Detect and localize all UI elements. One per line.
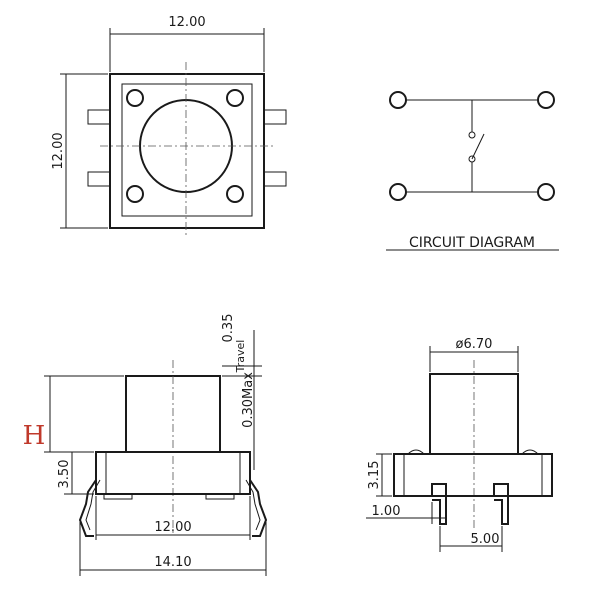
body-tab (103, 493, 133, 500)
h-label: H (23, 421, 46, 451)
base-height-label: 3.50 (57, 460, 72, 489)
travel-top-label: 0.35 (221, 314, 236, 343)
corner-hole (126, 185, 144, 203)
left-lead (78, 479, 97, 537)
corner-hole (126, 89, 144, 107)
front-view: H 3.50 12.00 14.10 0.35 Travel 0.30Max (23, 314, 268, 576)
top-lead (263, 171, 287, 187)
body-tab (205, 493, 235, 500)
terminal-circle (537, 91, 555, 109)
side-body-outline (393, 453, 553, 497)
body-bump (407, 449, 425, 455)
corner-hole (226, 185, 244, 203)
corner-hole (226, 89, 244, 107)
right-lead (249, 479, 268, 537)
travel-word-label: Travel (234, 340, 247, 374)
circuit-diagram: CIRCUIT DIAGRAM (386, 91, 559, 251)
top-height-label: 12.00 (51, 132, 66, 169)
contact-dot (468, 131, 476, 139)
terminal-circle (389, 183, 407, 201)
top-width-label: 12.00 (168, 15, 205, 30)
terminal-circle (537, 183, 555, 201)
offset-label: 1.00 (372, 504, 401, 519)
travel-max-label: 0.30Max (241, 372, 256, 428)
outer-width-label: 14.10 (154, 555, 191, 570)
inner-width-label: 12.00 (154, 520, 191, 535)
switch-body-outline (109, 73, 265, 229)
top-lead (87, 171, 111, 187)
top-view: 12.00 12.00 (51, 15, 287, 236)
switch-blade (471, 133, 485, 160)
top-lead (87, 109, 111, 125)
contact-dot (468, 155, 476, 163)
stem-dia-label: ø6.70 (456, 337, 493, 352)
side-height-label: 3.15 (367, 461, 382, 490)
top-lead (263, 109, 287, 125)
terminal-circle (389, 91, 407, 109)
circuit-caption: CIRCUIT DIAGRAM (409, 235, 535, 251)
front-body-outline (95, 451, 251, 495)
pitch-label: 5.00 (471, 532, 500, 547)
side-lead (493, 483, 509, 525)
switch-body-inner (121, 83, 253, 217)
body-bump (521, 449, 539, 455)
side-view: ø6.70 3.15 1.00 5.00 (366, 337, 553, 552)
